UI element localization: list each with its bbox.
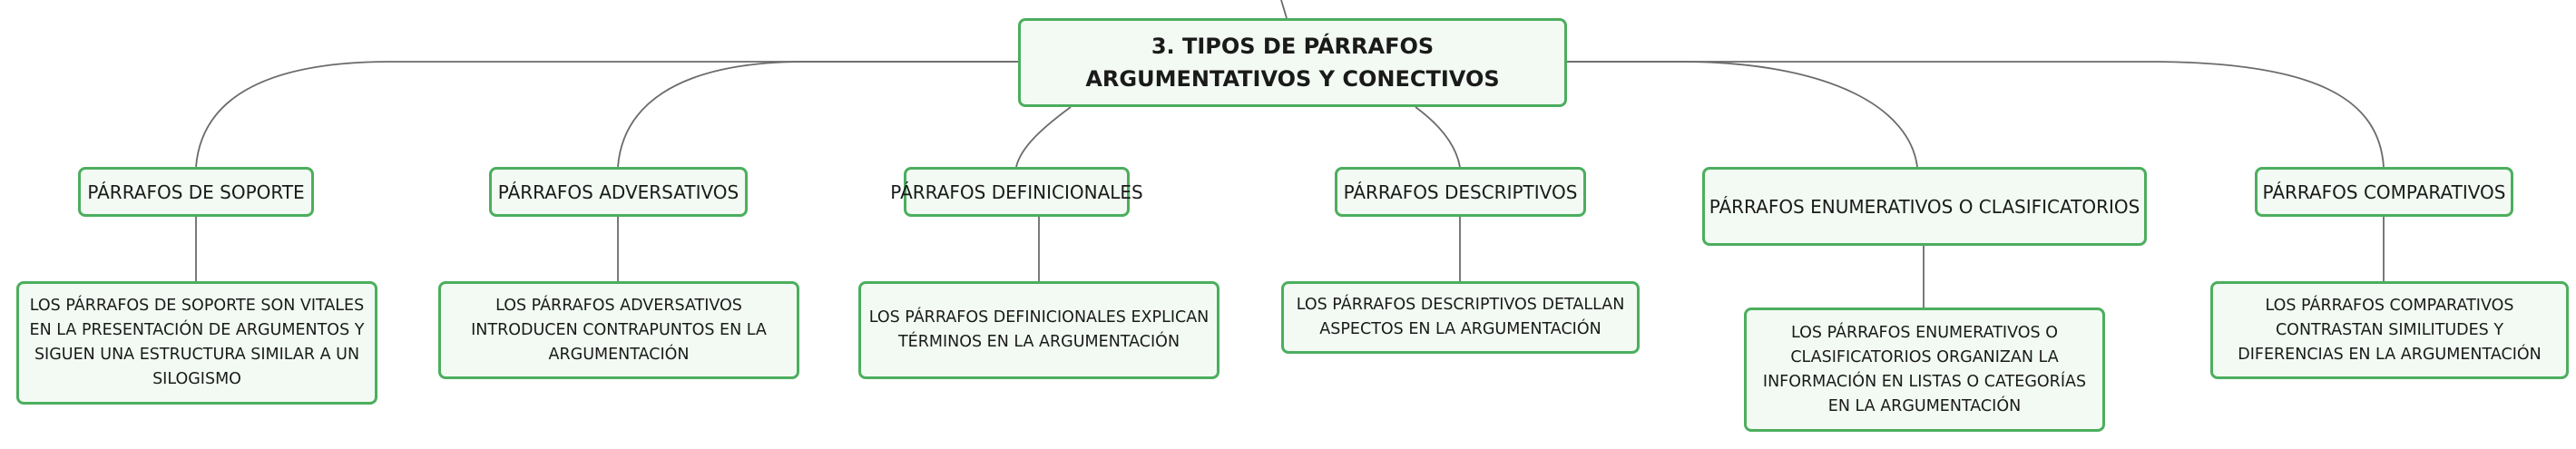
branch-node-comparativos[interactable]: PÁRRAFOS COMPARATIVOS (2255, 167, 2513, 217)
connector-root-definicionales (1015, 106, 1072, 168)
branch-label-enumerativos: PÁRRAFOS ENUMERATIVOS O CLASIFICATORIOS (1709, 195, 2140, 218)
root-topic-label: 3. TIPOS DE PÁRRAFOS ARGUMENTATIVOS Y CO… (1085, 34, 1500, 92)
root-topic-node[interactable]: 3. TIPOS DE PÁRRAFOS ARGUMENTATIVOS Y CO… (1018, 18, 1567, 107)
branch-label-comparativos: PÁRRAFOS COMPARATIVOS (2262, 181, 2506, 203)
detail-node-adversativos[interactable]: LOS PÁRRAFOS ADVERSATIVOS INTRODUCEN CON… (438, 281, 799, 379)
connector-parent-root (1280, 0, 1288, 19)
branch-node-adversativos[interactable]: PÁRRAFOS ADVERSATIVOS (489, 167, 748, 217)
detail-text-enumerativos: LOS PÁRRAFOS ENUMERATIVOS O CLASIFICATOR… (1762, 323, 2087, 415)
detail-node-definicionales[interactable]: LOS PÁRRAFOS DEFINICIONALES EXPLICAN TÉR… (858, 281, 1219, 379)
connector-root-descriptivos (1415, 106, 1461, 168)
branch-node-soporte[interactable]: PÁRRAFOS DE SOPORTE (78, 167, 314, 217)
branch-label-definicionales: PÁRRAFOS DEFINICIONALES (890, 181, 1143, 203)
detail-node-soporte[interactable]: LOS PÁRRAFOS DE SOPORTE SON VITALES EN L… (16, 281, 377, 405)
detail-text-comparativos: LOS PÁRRAFOS COMPARATIVOS CONTRASTAN SIM… (2238, 296, 2542, 364)
detail-node-comparativos[interactable]: LOS PÁRRAFOS COMPARATIVOS CONTRASTAN SIM… (2210, 281, 2569, 379)
branch-node-definicionales[interactable]: PÁRRAFOS DEFINICIONALES (890, 167, 1143, 217)
connector-root-enumerativos (1567, 61, 1918, 168)
detail-node-enumerativos[interactable]: LOS PÁRRAFOS ENUMERATIVOS O CLASIFICATOR… (1744, 307, 2105, 432)
detail-text-definicionales: LOS PÁRRAFOS DEFINICIONALES EXPLICAN TÉR… (868, 308, 1210, 351)
connector-root-soporte (195, 61, 1018, 168)
branch-label-adversativos: PÁRRAFOS ADVERSATIVOS (497, 181, 739, 203)
connector-root-comparativos (1567, 61, 2385, 168)
detail-node-descriptivos[interactable]: LOS PÁRRAFOS DESCRIPTIVOS DETALLAN ASPEC… (1281, 281, 1640, 354)
detail-text-adversativos: LOS PÁRRAFOS ADVERSATIVOS INTRODUCEN CON… (471, 296, 767, 364)
branch-label-soporte: PÁRRAFOS DE SOPORTE (87, 181, 305, 203)
connector-root-adversativos (617, 61, 1018, 168)
detail-text-descriptivos: LOS PÁRRAFOS DESCRIPTIVOS DETALLAN ASPEC… (1296, 296, 1625, 338)
branch-node-enumerativos[interactable]: PÁRRAFOS ENUMERATIVOS O CLASIFICATORIOS (1702, 167, 2147, 246)
detail-text-soporte: LOS PÁRRAFOS DE SOPORTE SON VITALES EN L… (29, 297, 365, 388)
branch-node-descriptivos[interactable]: PÁRRAFOS DESCRIPTIVOS (1335, 167, 1586, 217)
branch-label-descriptivos: PÁRRAFOS DESCRIPTIVOS (1343, 181, 1578, 203)
